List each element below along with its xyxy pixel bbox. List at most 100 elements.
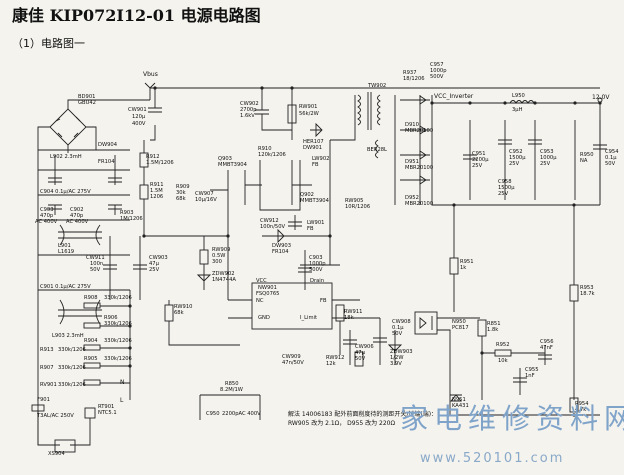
cw911-label: CW911 [86, 255, 105, 261]
n951-label: N951 [452, 397, 466, 403]
cw908-label: CW908 [392, 319, 411, 325]
r951-label: R951 [460, 259, 474, 265]
r909-value: 30k [176, 190, 186, 196]
lw901-value: FB [307, 226, 314, 232]
cw906-label: CW906 [355, 344, 374, 350]
cw907-label: CW907 [195, 191, 214, 197]
l950-label: L950 [512, 93, 525, 99]
cw903-voltage: 25V [149, 267, 160, 273]
c902-voltage: AC 400V [66, 219, 89, 225]
neutral-label: N [120, 379, 125, 386]
r911-label: R911 [150, 182, 164, 188]
n950-label: N950 [452, 319, 466, 325]
r906-label: R906 [104, 315, 118, 321]
cw909-value: 47n/50V [282, 360, 304, 366]
c952-label: C952 [509, 149, 523, 155]
d952-label: D952 [405, 195, 419, 201]
c953-label: C953 [540, 149, 554, 155]
rw910-value: 68k [174, 310, 184, 316]
cw909-label: CW909 [282, 354, 301, 360]
page-subtitle: （1）电路图一 [12, 37, 85, 50]
rw901-label: RW901 [299, 104, 318, 110]
cw902-value: 2700p [240, 107, 257, 113]
transformer-symbol [357, 92, 381, 159]
zdw903-label: ZDW903 [390, 349, 413, 355]
n950-part: PC817 [452, 325, 469, 331]
r951-value: 1k [460, 265, 467, 271]
ber28l-label: BER28L [367, 147, 387, 153]
rv901-label: RV901 [40, 382, 57, 388]
c952-voltage: 25V [509, 161, 520, 167]
cw912-value: 100n/50V [260, 224, 286, 230]
c958-label: C958 [498, 179, 512, 185]
r937-value: 18/1206 [403, 76, 425, 82]
rv901-value: 330k/1206 [58, 382, 86, 388]
cw901-label: CW901 [128, 107, 147, 113]
c901-label: C901 0.1μ/AC 275V [40, 284, 91, 290]
c903-label: C903 [40, 207, 54, 213]
zdw902-label: ZDW902 [212, 271, 235, 277]
r953-label: R953 [580, 285, 594, 291]
nw901-part: FSQ0765 [256, 291, 280, 297]
c957-label: C957 [430, 62, 444, 68]
rw905-value: 10R/1206 [345, 204, 371, 210]
r911-package: 1206 [150, 194, 164, 200]
r905-value: 330k/1206 [104, 356, 132, 362]
rw909-label: RW909 [212, 247, 231, 253]
r906-value: 330k/1206 [104, 321, 132, 327]
modification-note-line1: 解法 14006183 配外前面削度待的测距开关/过端(端)： [288, 411, 438, 418]
r850-value: 8.2M/1W [220, 387, 243, 393]
dw904-part: FR104 [98, 159, 115, 165]
rt901-value: NTC5.1 [98, 410, 117, 416]
c903-value: 470p [40, 213, 54, 219]
output-12v-label: 12.0V [592, 94, 610, 101]
ic-gnd-pin: GND [258, 315, 270, 321]
r903-label: R903 [120, 210, 134, 216]
xs904-label: XS904 [48, 451, 65, 457]
c957-value: 1000p [430, 68, 447, 74]
q903-label: Q903 [218, 156, 232, 162]
d952-part: MBR20100 [405, 201, 434, 207]
c902-value: 470p [70, 213, 84, 219]
c950-label: C950 [206, 411, 220, 417]
r851-value: 1.8k [487, 327, 499, 333]
c903b-label: C903 [309, 255, 323, 261]
r910-value: 120k/1206 [258, 152, 286, 158]
lw902-value: FB [312, 162, 319, 168]
bd901-label: BD901 [78, 94, 96, 100]
lw902-label: LW902 [312, 156, 330, 162]
r903-value: 1M/1206 [120, 216, 143, 222]
cw901-voltage: 400V [132, 121, 146, 127]
rw909-value: 0.5W [212, 253, 226, 259]
r952-value: 10k [498, 358, 508, 364]
n951-part: KA431 [452, 403, 469, 409]
cw906-voltage: 50V [355, 356, 366, 362]
c950-value: 2200pAC 400V [222, 411, 261, 417]
rw911-label: RW911 [344, 309, 363, 315]
c902-label: C902 [70, 207, 84, 213]
r908-label: R908 [84, 295, 98, 301]
d951-label: D951 [405, 159, 419, 165]
vcc-inverter-label: VCC_Inverter [434, 93, 474, 100]
r912-value: 1.5M/1206 [146, 160, 174, 166]
c954-value: 0.1μ [605, 155, 617, 161]
c903b-voltage: 500V [309, 267, 323, 273]
rw909-extra: 300 [212, 259, 222, 265]
dw904-label: DW904 [98, 142, 118, 148]
r954-label: R954 [575, 401, 589, 407]
vbus-label: Vbus [143, 71, 158, 78]
c903b-value: 1000p [309, 261, 326, 267]
f901-label: F901 [37, 397, 50, 403]
r851-label: R851 [487, 321, 501, 327]
rw901-value: 56k/2W [299, 111, 319, 117]
c956-value: 47nF [540, 345, 553, 351]
r850-label: R850 [225, 381, 239, 387]
r911-value: 1.5M [150, 188, 163, 194]
ic-outline [251, 282, 333, 330]
bd901-part: GBU42 [78, 100, 96, 106]
c953-voltage: 25V [540, 161, 551, 167]
c955-label: C955 [525, 367, 539, 373]
page-title: 康佳 KIP072I12-01 电源电路图 [12, 6, 261, 25]
